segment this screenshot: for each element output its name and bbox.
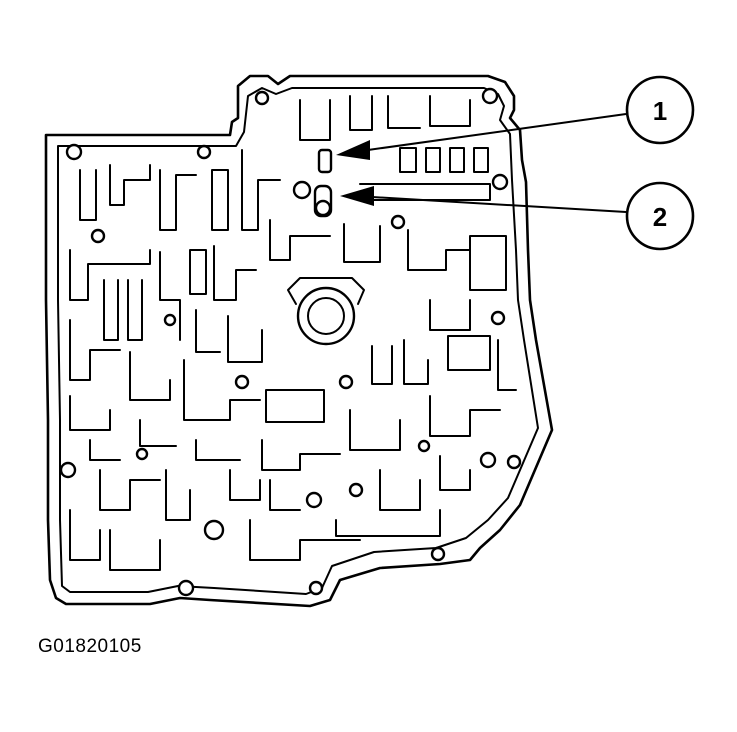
- bolt-hole: [90, 228, 106, 244]
- bolt-hole: [481, 87, 499, 105]
- bolt-hole: [305, 491, 323, 509]
- bolt-hole: [203, 519, 225, 541]
- bolt-hole: [390, 214, 406, 230]
- central-bore: [287, 277, 365, 346]
- check-ball-1: [317, 148, 333, 174]
- bolt-hole: [479, 451, 497, 469]
- callout-1-label: 1: [653, 96, 667, 126]
- bolt-hole: [491, 173, 509, 191]
- bolt-hole: [338, 374, 354, 390]
- bolt-hole: [135, 447, 149, 461]
- bolt-hole: [196, 144, 212, 160]
- callout-1: 1: [336, 75, 695, 160]
- valve-body-plate-outline: [44, 74, 554, 608]
- bolt-hole: [163, 313, 177, 327]
- bolt-hole: [506, 454, 522, 470]
- bolt-holes: [59, 87, 522, 597]
- bolt-hole: [234, 374, 250, 390]
- bolt-hole: [490, 310, 506, 326]
- bolt-hole: [292, 180, 312, 200]
- bolt-hole: [59, 461, 77, 479]
- figure-id-label: G01820105: [38, 636, 142, 657]
- callout-2: 2: [340, 181, 695, 251]
- fluid-passages: [69, 95, 517, 571]
- bolt-hole: [254, 90, 270, 106]
- callout-2-label: 2: [653, 202, 667, 232]
- bolt-hole: [348, 482, 364, 498]
- bolt-hole: [430, 546, 446, 562]
- bolt-hole: [177, 579, 195, 597]
- bolt-hole: [308, 580, 324, 596]
- valve-body-inner-outline: [57, 87, 539, 595]
- check-ball-2: [313, 184, 333, 218]
- bolt-hole: [65, 143, 83, 161]
- bolt-hole: [417, 439, 431, 453]
